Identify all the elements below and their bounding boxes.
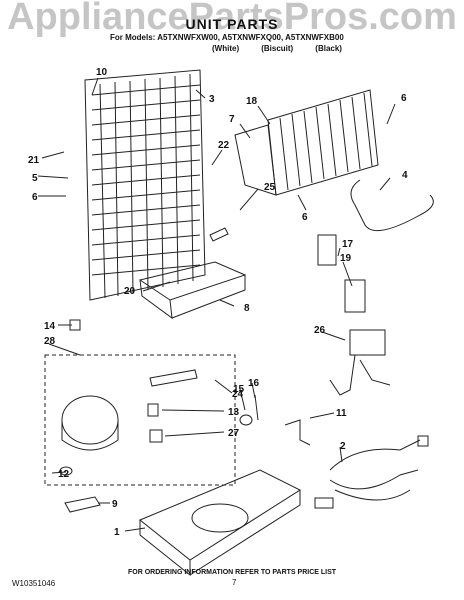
condenser-coil: [84, 69, 206, 301]
callout-7: 7: [229, 114, 235, 125]
callout-22: 22: [218, 140, 230, 151]
callout-24: 24: [232, 389, 244, 400]
callout-5: 5: [32, 173, 38, 184]
base-plate: [139, 469, 302, 577]
grommet: [59, 466, 73, 476]
clip-9: [64, 496, 101, 513]
color-variants: (White) (Biscuit) (Black): [212, 44, 342, 53]
wire-harness: [329, 439, 421, 501]
compressor: [61, 395, 119, 445]
callout-26: 26: [314, 325, 326, 336]
callout-3: 3: [209, 94, 215, 105]
callout-6-mid: 6: [302, 212, 308, 223]
callout-21: 21: [28, 155, 40, 166]
tube-26: [329, 329, 391, 396]
callout-9: 9: [112, 499, 118, 510]
callout-28: 28: [44, 336, 56, 347]
callout-14: 14: [44, 321, 56, 332]
callout-16: 16: [248, 378, 260, 389]
part-25: [209, 227, 229, 242]
callout-18: 18: [246, 96, 258, 107]
callout-25: 25: [264, 182, 276, 193]
callout-19: 19: [340, 253, 352, 264]
callout-2: 2: [340, 441, 346, 452]
part-15: [239, 414, 253, 426]
callout-13: 13: [228, 407, 240, 418]
tube-4: [350, 179, 434, 232]
page-number: 7: [232, 578, 237, 587]
callout-6-top: 6: [401, 93, 407, 104]
callout-4: 4: [402, 170, 408, 181]
callout-20: 20: [124, 286, 136, 297]
overload-27: [149, 429, 163, 443]
callout-10: 10: [96, 67, 108, 78]
callout-12: 12: [58, 469, 70, 480]
document-id: W10351046: [12, 579, 56, 588]
pad-19: [344, 279, 366, 313]
drain-pan: [138, 261, 247, 320]
callout-17: 17: [342, 239, 354, 250]
page-title: UNIT PARTS: [185, 16, 279, 32]
relay-13: [147, 403, 159, 417]
drier: [149, 369, 198, 387]
callout-6-left: 6: [32, 192, 38, 203]
variant-white: (White): [212, 44, 240, 53]
variant-biscuit: (Biscuit): [261, 44, 294, 53]
models-line: For Models: A5TXNWFXW00, A5TXNWFXQ00, A5…: [110, 33, 344, 42]
evaporator-coil: [234, 89, 379, 196]
callout-8: 8: [244, 303, 250, 314]
pad-17: [317, 234, 337, 266]
part-16: [254, 394, 259, 421]
variant-black: (Black): [315, 44, 342, 53]
callout-27: 27: [228, 428, 240, 439]
callout-15: 15: [233, 384, 245, 395]
callout-1: 1: [114, 527, 120, 538]
callout-11: 11: [336, 408, 347, 419]
ordering-note: FOR ORDERING INFORMATION REFER TO PARTS …: [127, 569, 337, 576]
compressor-group-outline: [44, 354, 236, 486]
part-11: [284, 419, 311, 446]
watermark: AppliancePartsPros.com: [7, 0, 457, 38]
